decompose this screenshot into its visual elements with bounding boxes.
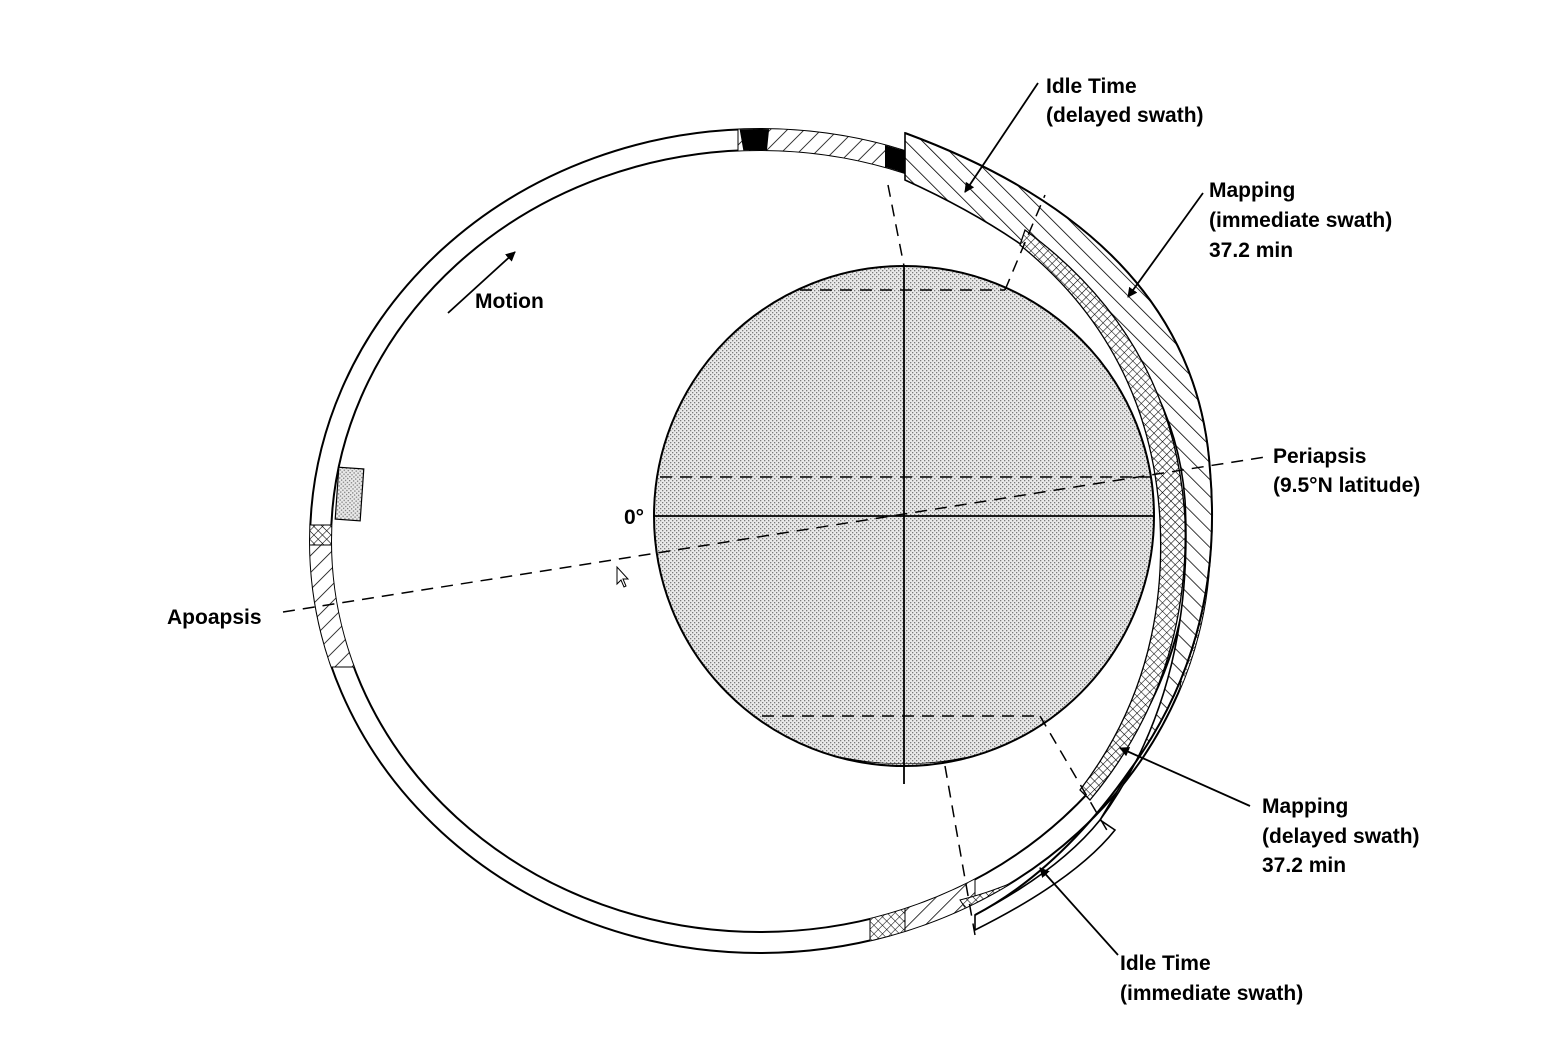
apsides-line bbox=[282, 456, 1266, 613]
reference-lines bbox=[282, 184, 1266, 936]
bottom-vertical-dash bbox=[944, 765, 976, 936]
idle-top-line2: (delayed swath) bbox=[1046, 104, 1204, 127]
periapsis-line1: Periapsis bbox=[1273, 445, 1366, 468]
label-idle-bottom: Idle Time (immediate swath) bbox=[1120, 952, 1303, 1005]
label-idle-top: Idle Time (delayed swath) bbox=[1046, 75, 1204, 127]
mapping-immediate-line2: (immediate swath) bbox=[1209, 209, 1392, 232]
leader-arrows bbox=[447, 82, 1251, 956]
label-periapsis: Periapsis (9.5°N latitude) bbox=[1273, 445, 1420, 497]
periapsis-line2: (9.5°N latitude) bbox=[1273, 474, 1420, 497]
label-mapping-delayed: Mapping (delayed swath) 37.2 min bbox=[1262, 795, 1420, 877]
label-mapping-immediate: Mapping (immediate swath) 37.2 min bbox=[1209, 179, 1392, 262]
mapping-delayed-line2: (delayed swath) bbox=[1262, 825, 1420, 848]
south-pole-dark-cap bbox=[842, 757, 966, 764]
mouse-cursor-icon bbox=[616, 565, 630, 588]
idle-bottom-line2: (immediate swath) bbox=[1120, 982, 1303, 1005]
apoapsis-dotted-block bbox=[334, 466, 365, 522]
apoapsis-hatched-segment bbox=[310, 544, 361, 668]
arrow-idle-top bbox=[964, 82, 1039, 193]
arrow-idle-bottom bbox=[1039, 867, 1119, 956]
planet bbox=[653, 265, 1155, 784]
idle-top-line1: Idle Time bbox=[1046, 75, 1137, 98]
idle-bottom-line1: Idle Time bbox=[1120, 952, 1211, 975]
inner-crosshatch-strip bbox=[1019, 228, 1186, 801]
arrow-mapping-delayed bbox=[1119, 747, 1251, 807]
arrow-mapping-immediate bbox=[1127, 192, 1204, 298]
mapping-delayed-line3: 37.2 min bbox=[1262, 854, 1346, 877]
bottom-right-dash bbox=[1039, 715, 1109, 833]
apoapsis-cross-segment bbox=[310, 524, 346, 546]
label-motion: Motion bbox=[475, 290, 544, 313]
top-black-marker-left bbox=[738, 129, 770, 200]
arrow-motion bbox=[447, 251, 516, 314]
outer-band-bottom bbox=[974, 818, 1117, 932]
label-apoapsis: Apoapsis bbox=[167, 606, 262, 629]
outer-band-edge bbox=[904, 132, 1213, 916]
bottom-cross-segment bbox=[869, 894, 906, 946]
mapping-immediate-line3: 37.2 min bbox=[1209, 239, 1293, 262]
label-zero-degrees: 0° bbox=[624, 506, 644, 529]
top-right-dash bbox=[1004, 194, 1046, 291]
mapping-delayed-line1: Mapping bbox=[1262, 795, 1348, 818]
top-vertical-dash bbox=[887, 184, 905, 267]
mapping-immediate-line1: Mapping bbox=[1209, 179, 1295, 202]
